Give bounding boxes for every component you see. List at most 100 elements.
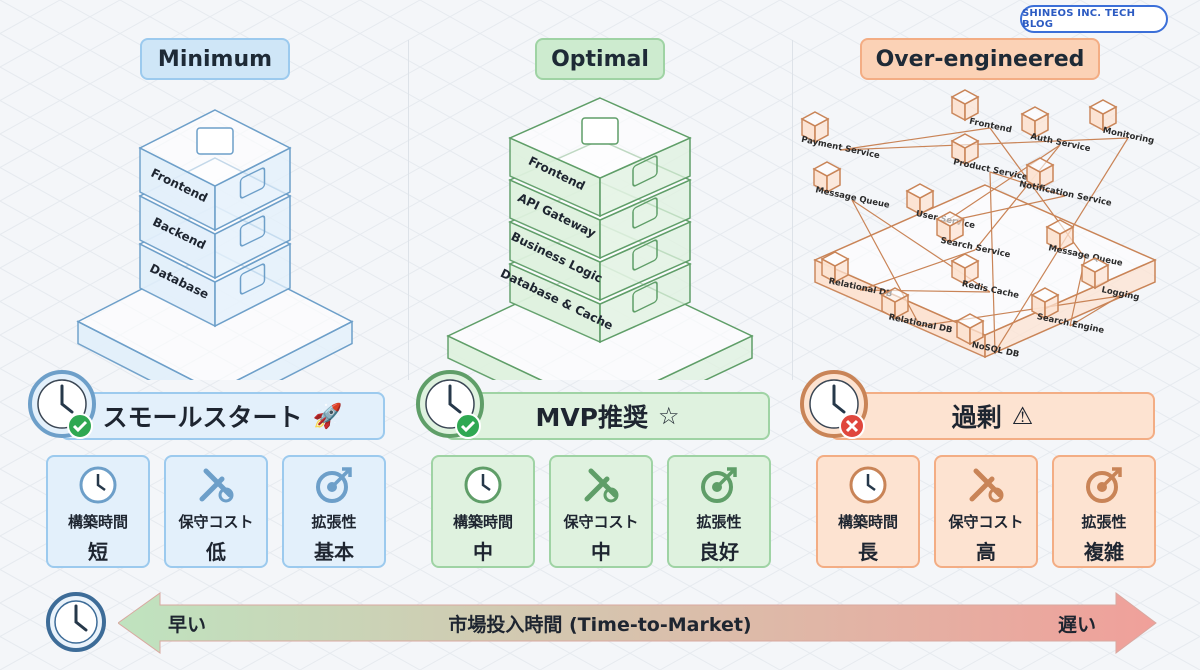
- rocket-icon: 🚀: [312, 402, 343, 430]
- service-node: [812, 161, 842, 194]
- metric-value: 複雑: [1084, 540, 1124, 564]
- metric-card: 構築時間長: [816, 455, 920, 568]
- timeline-slow-label: 遅い: [1058, 614, 1097, 636]
- metric-value: 基本: [314, 540, 354, 564]
- metric-card: 保守コスト高: [934, 455, 1038, 568]
- connection-arrow: [1069, 295, 1121, 327]
- target-arrow-icon: [316, 467, 352, 503]
- connection-arrow: [839, 137, 1129, 151]
- metric-card: 構築時間中: [431, 455, 535, 568]
- service-node: [955, 313, 985, 346]
- node-label: Message Queue: [814, 185, 890, 211]
- layer-icon: [632, 155, 658, 187]
- wrench-gear-icon: [584, 468, 619, 503]
- metric-card: 構築時間短: [46, 455, 150, 568]
- column-divider: [792, 40, 793, 380]
- node-label: Monitoring: [1102, 126, 1155, 147]
- verdict-label: スモールスタート: [102, 403, 303, 432]
- column-divider: [408, 40, 409, 380]
- service-node: [1088, 99, 1118, 132]
- clock-icon: [849, 466, 887, 504]
- layer-icon: [632, 239, 658, 271]
- metric-card: 保守コスト低: [164, 455, 268, 568]
- service-node: [950, 253, 980, 286]
- clock-status-icon: [28, 370, 96, 439]
- timeline-title: 市場投入時間 (Time-to-Market): [448, 614, 752, 636]
- metric-value: 長: [858, 540, 878, 564]
- metric-label: 構築時間: [67, 513, 128, 531]
- verdict-banner: スモールスタート 🚀: [60, 392, 385, 440]
- service-node: [1045, 219, 1075, 252]
- service-node: [905, 183, 935, 216]
- service-node: [950, 89, 980, 122]
- service-node: [800, 111, 830, 144]
- metric-card: 拡張性複雑: [1052, 455, 1156, 568]
- clock-icon: [464, 466, 502, 504]
- layer-icon: [632, 197, 658, 229]
- node-label: Payment Service: [800, 135, 881, 161]
- time-to-market-arrow: [118, 592, 1157, 654]
- verdict-banner: MVP推奨 ☆: [445, 392, 770, 440]
- timeline-fast-label: 早い: [168, 614, 207, 636]
- wrench-gear-icon: [199, 468, 234, 503]
- clock-icon: [79, 466, 117, 504]
- title-minimum: Minimum: [140, 38, 290, 80]
- metric-label: 保守コスト: [948, 513, 1024, 531]
- metric-label: 保守コスト: [178, 513, 254, 531]
- service-node: [1080, 257, 1110, 290]
- service-node: [1025, 157, 1055, 190]
- service-node: [1020, 106, 1050, 139]
- metric-value: 良好: [699, 540, 739, 564]
- connection-arrow: [944, 195, 1066, 223]
- metric-value: 短: [88, 540, 108, 564]
- metric-value: 高: [976, 540, 996, 564]
- monitor-icon: [196, 127, 234, 155]
- metric-label: 拡張性: [696, 513, 742, 531]
- monitor-icon: [581, 117, 619, 145]
- metric-card: 拡張性基本: [282, 455, 386, 568]
- node-label: Auth Service: [1030, 132, 1092, 155]
- target-arrow-icon: [1086, 467, 1122, 503]
- clock-status-icon: [416, 370, 484, 439]
- metric-label: 拡張性: [1081, 513, 1127, 531]
- layer-frontend: Frontend: [508, 97, 692, 218]
- node-label: Frontend: [968, 117, 1012, 136]
- metric-label: 構築時間: [452, 513, 513, 531]
- node-label: Notification Service: [1018, 179, 1112, 208]
- target-arrow-icon: [701, 467, 737, 503]
- metric-value: 低: [206, 540, 226, 564]
- layer-icon: [239, 167, 266, 199]
- clock-status-icon: [800, 370, 868, 439]
- clock-icon: [46, 592, 106, 652]
- verdict-banner: 過剰⚠: [830, 392, 1155, 440]
- metric-label: 保守コスト: [563, 513, 639, 531]
- warning-icon: ⚠: [1011, 402, 1034, 430]
- metric-value: 中: [591, 540, 611, 564]
- layer-icon: [632, 281, 658, 313]
- service-node: [1030, 287, 1060, 320]
- metric-card: 拡張性良好: [667, 455, 771, 568]
- service-node: [880, 287, 910, 320]
- service-node: [935, 211, 965, 244]
- metric-card: 保守コスト中: [549, 455, 653, 568]
- metric-label: 拡張性: [311, 513, 357, 531]
- connection-arrow: [919, 295, 1121, 327]
- connection-arrow: [989, 171, 996, 353]
- layer-icon: [239, 215, 266, 247]
- title-optimal: Optimal: [535, 38, 665, 80]
- service-node: [950, 133, 980, 166]
- verdict-label: MVP推奨: [535, 403, 649, 432]
- layer-icon: [239, 263, 266, 295]
- wrench-gear-icon: [969, 468, 1004, 503]
- connection-arrow: [989, 171, 1066, 197]
- title-over-engineered: Over-engineered: [860, 38, 1100, 80]
- connection-arrow: [839, 127, 991, 151]
- service-node: [820, 251, 850, 284]
- metric-value: 中: [473, 540, 493, 564]
- metric-label: 構築時間: [837, 513, 898, 531]
- connection-arrow: [859, 289, 991, 293]
- star-check-icon: ☆: [658, 402, 680, 430]
- brand-badge: SHINEOS INC. TECH BLOG: [1020, 5, 1168, 33]
- connection-arrow: [859, 249, 976, 291]
